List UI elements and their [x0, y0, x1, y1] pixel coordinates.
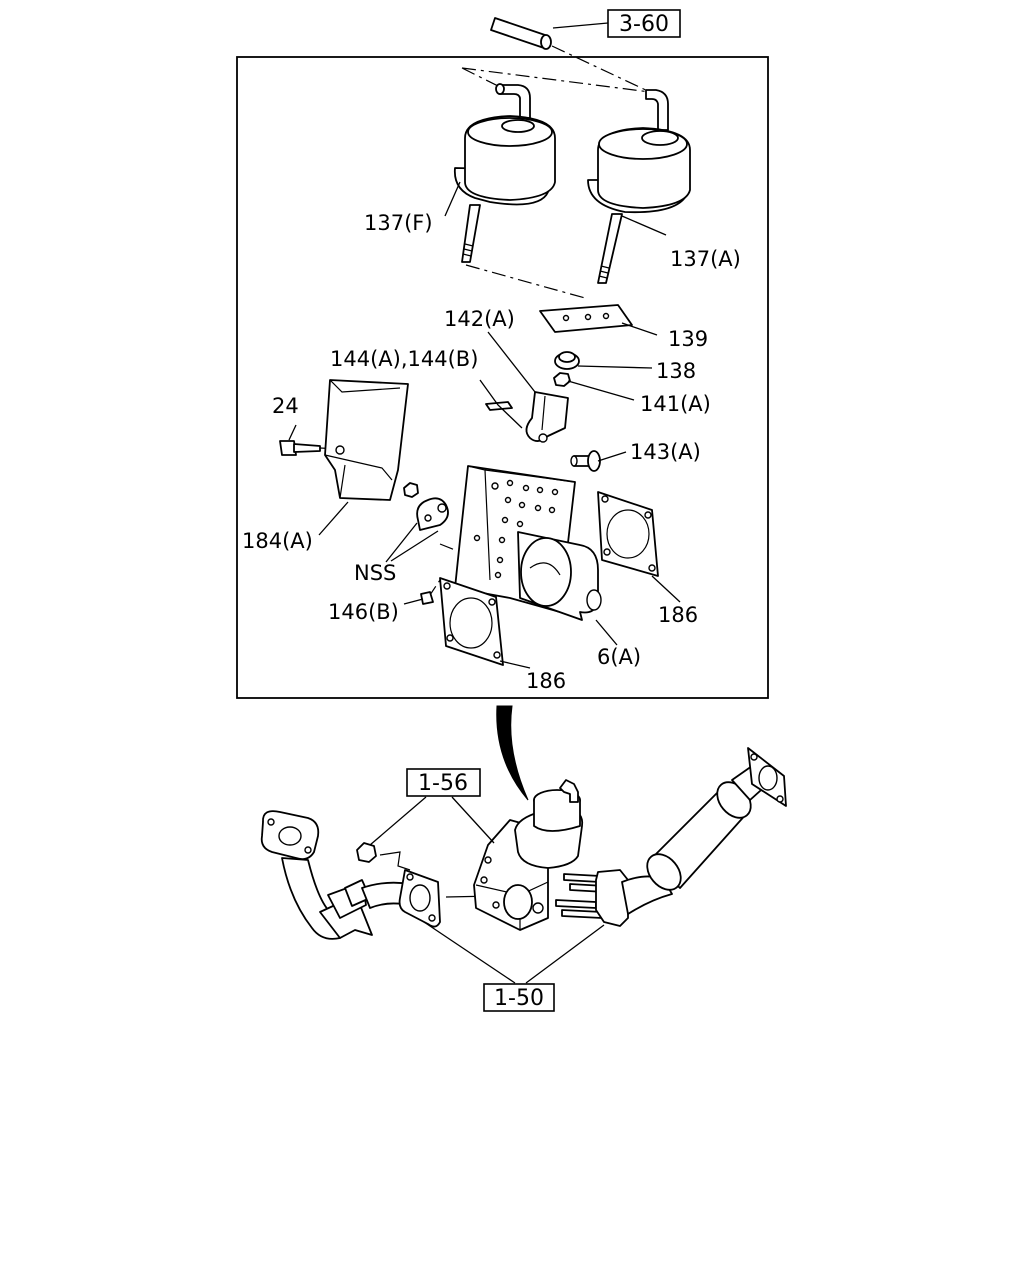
gasket-186-right	[597, 491, 659, 577]
detail-frame	[236, 56, 769, 699]
part-138-grommet	[554, 351, 580, 370]
label-139: 139	[668, 327, 708, 351]
label-nss: NSS	[354, 561, 396, 585]
label-146b: 146(B)	[328, 600, 399, 624]
bracket-142a	[525, 391, 569, 443]
heat-shield-184a	[324, 379, 409, 501]
label-186-front: 186	[526, 669, 566, 693]
clip-144	[479, 379, 523, 429]
lower-leader-lines	[369, 796, 605, 984]
ref-box-1-56[interactable]: 1-56	[406, 768, 481, 797]
nss-parts	[403, 482, 449, 531]
label-138: 138	[656, 359, 696, 383]
plate-139	[539, 304, 633, 333]
label-186-right: 186	[658, 603, 698, 627]
actuator-137a	[587, 89, 691, 284]
ref-1-56-label: 1-56	[418, 771, 468, 796]
label-184a: 184(A)	[242, 529, 313, 553]
label-144: 144(A),144(B)	[330, 347, 478, 371]
gasket-186-front	[439, 577, 504, 666]
ref-box-1-50[interactable]: 1-50	[483, 983, 555, 1012]
valve-body-6a	[427, 465, 602, 621]
label-143a: 143(A)	[630, 440, 701, 464]
label-6a: 6(A)	[597, 645, 641, 669]
label-24: 24	[272, 394, 299, 418]
label-137a: 137(A)	[670, 247, 741, 271]
callout-arrow	[496, 705, 529, 801]
leader-lines	[288, 181, 681, 669]
vacuum-hose-top	[490, 17, 651, 93]
ref-1-50-label: 1-50	[494, 986, 544, 1011]
ref-3-60-label: 3-60	[619, 12, 669, 37]
nut-141a	[553, 372, 571, 387]
ref-box-3-60[interactable]: 3-60	[607, 9, 681, 38]
pin-143a	[570, 450, 601, 472]
label-141a: 141(A)	[640, 392, 711, 416]
label-137f: 137(F)	[364, 211, 433, 235]
actuator-137f	[453, 67, 651, 299]
exhaust-assembly	[260, 747, 787, 940]
screw-146b	[420, 591, 434, 605]
bolt-24	[279, 440, 339, 456]
label-142a: 142(A)	[444, 307, 515, 331]
